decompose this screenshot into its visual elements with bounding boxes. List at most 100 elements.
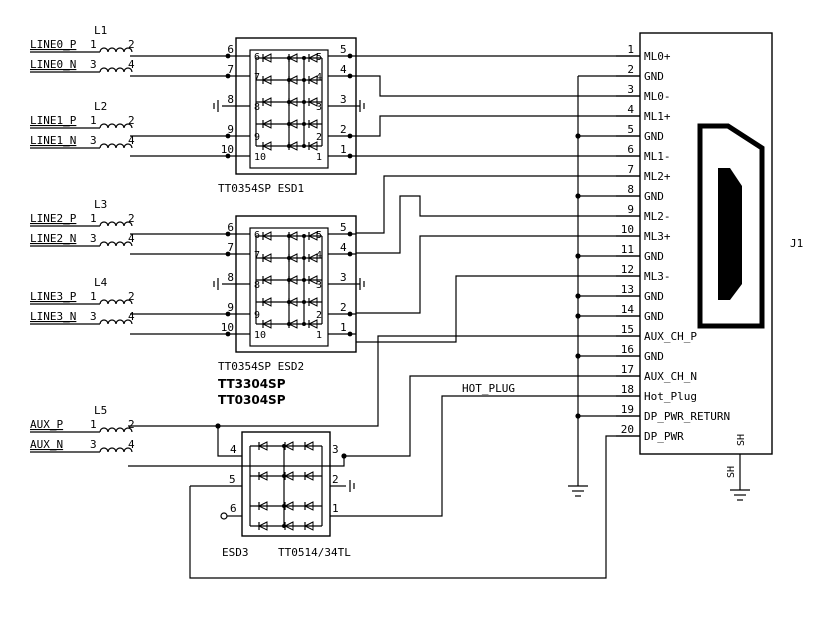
esd-pin: 3	[340, 271, 347, 284]
choke-pin: 3	[90, 310, 97, 323]
choke-ref: L2	[94, 100, 107, 113]
esd-inner-pin: 4	[316, 72, 322, 83]
esd-inner-pin: 3	[316, 280, 322, 291]
esd-pin: 7	[227, 241, 234, 254]
net-label-n: LINE1_N	[30, 134, 76, 147]
connector-pins: 1ML0+2GND3ML0-4ML1+5GND6ML1-7ML2+8GND9ML…	[616, 43, 730, 443]
esd3-part: TT0514/34TL	[278, 546, 351, 559]
pin-number: 3	[627, 83, 634, 96]
pin-number: 10	[621, 223, 634, 236]
esd-inner-pin: 10	[254, 152, 266, 163]
esd1: TT0354SP ESD1	[218, 37, 357, 195]
esd-inner-pin: 6	[254, 230, 260, 241]
pin-name: ML0+	[644, 50, 671, 63]
pin-name: GND	[644, 290, 664, 303]
choke-pin: 4	[128, 438, 135, 451]
esd-pin: 6	[227, 43, 234, 56]
net-label-p: LINE1_P	[30, 114, 77, 127]
esd-inner-pin: 8	[254, 102, 260, 113]
net-label-p: AUX_P	[30, 418, 63, 431]
esd-pin: 9	[227, 123, 234, 136]
esd-pin: 8	[227, 271, 234, 284]
pin-name: GND	[644, 350, 664, 363]
pin-number: 20	[621, 423, 634, 436]
esd-pin: 1	[340, 143, 347, 156]
esd-inner-pin: 5	[316, 230, 322, 241]
pin-name: GND	[644, 190, 664, 203]
esd3: ESD3 TT0514/34TL 4 5 6 3 2 1	[222, 431, 351, 559]
shield-label: SH	[736, 434, 747, 446]
esd-pin: 2	[340, 301, 347, 314]
esd-inner-pin: 7	[254, 250, 260, 261]
pin-name: AUX_CH_N	[644, 370, 697, 383]
pin-name: ML3-	[644, 270, 671, 283]
shield-pin-label: SH	[726, 466, 737, 478]
net-label-p: LINE2_P	[30, 212, 77, 225]
pin-name: GND	[644, 310, 664, 323]
choke-pin: 3	[90, 232, 97, 245]
pin-number: 14	[621, 303, 635, 316]
pin-number: 9	[627, 203, 634, 216]
hot-plug-net-label: HOT_PLUG	[462, 382, 515, 395]
choke-pin: 4	[128, 58, 135, 71]
net-label-n: AUX_N	[30, 438, 63, 451]
gnd-bus	[568, 76, 588, 497]
esd2-label: TT0354SP ESD2	[218, 360, 304, 373]
pin-name: GND	[644, 70, 664, 83]
pin-number: 2	[627, 63, 634, 76]
choke-pin: 1	[90, 418, 97, 431]
esd-pin: 9	[227, 301, 234, 314]
pin-number: 6	[627, 143, 634, 156]
pin-number: 8	[627, 183, 634, 196]
choke-pin: 1	[90, 212, 97, 225]
choke-pin: 1	[90, 114, 97, 127]
choke-pin: 4	[128, 134, 135, 147]
esd-inner-pin: 2	[316, 132, 322, 143]
pin-name: ML1+	[644, 110, 671, 123]
note-part-1: TT3304SP	[218, 377, 286, 391]
esd3-pin-1: 1	[332, 502, 339, 515]
pin-number: 18	[621, 383, 634, 396]
pin-name: GND	[644, 130, 664, 143]
choke-pin: 3	[90, 58, 97, 71]
esd-inner-pin: 1	[316, 330, 322, 341]
esd-pin: 2	[340, 123, 347, 136]
connector-j1: J1 SH SH	[639, 32, 803, 501]
routing-wires	[128, 55, 640, 579]
connector-body	[639, 32, 773, 455]
esd-pin: 5	[340, 43, 347, 56]
junction-dots	[215, 133, 581, 520]
esd-pin: 4	[340, 63, 347, 76]
choke-pin: 3	[90, 438, 97, 451]
choke-ref: L3	[94, 198, 107, 211]
choke-pin: 2	[128, 38, 135, 51]
esd3-pin-3: 3	[332, 443, 339, 456]
choke-pin: 2	[128, 114, 135, 127]
choke-ref: L5	[94, 404, 107, 417]
pin-number: 4	[627, 103, 634, 116]
pin-number: 12	[621, 263, 634, 276]
pin-number: 13	[621, 283, 634, 296]
esd-inner-pin: 9	[254, 132, 260, 143]
pin-number: 15	[621, 323, 634, 336]
pin-name: ML2+	[644, 170, 671, 183]
pin-name: DP_PWR	[644, 430, 684, 443]
note-part-2: TT0304SP	[218, 393, 286, 407]
displayport-outline	[697, 123, 765, 329]
